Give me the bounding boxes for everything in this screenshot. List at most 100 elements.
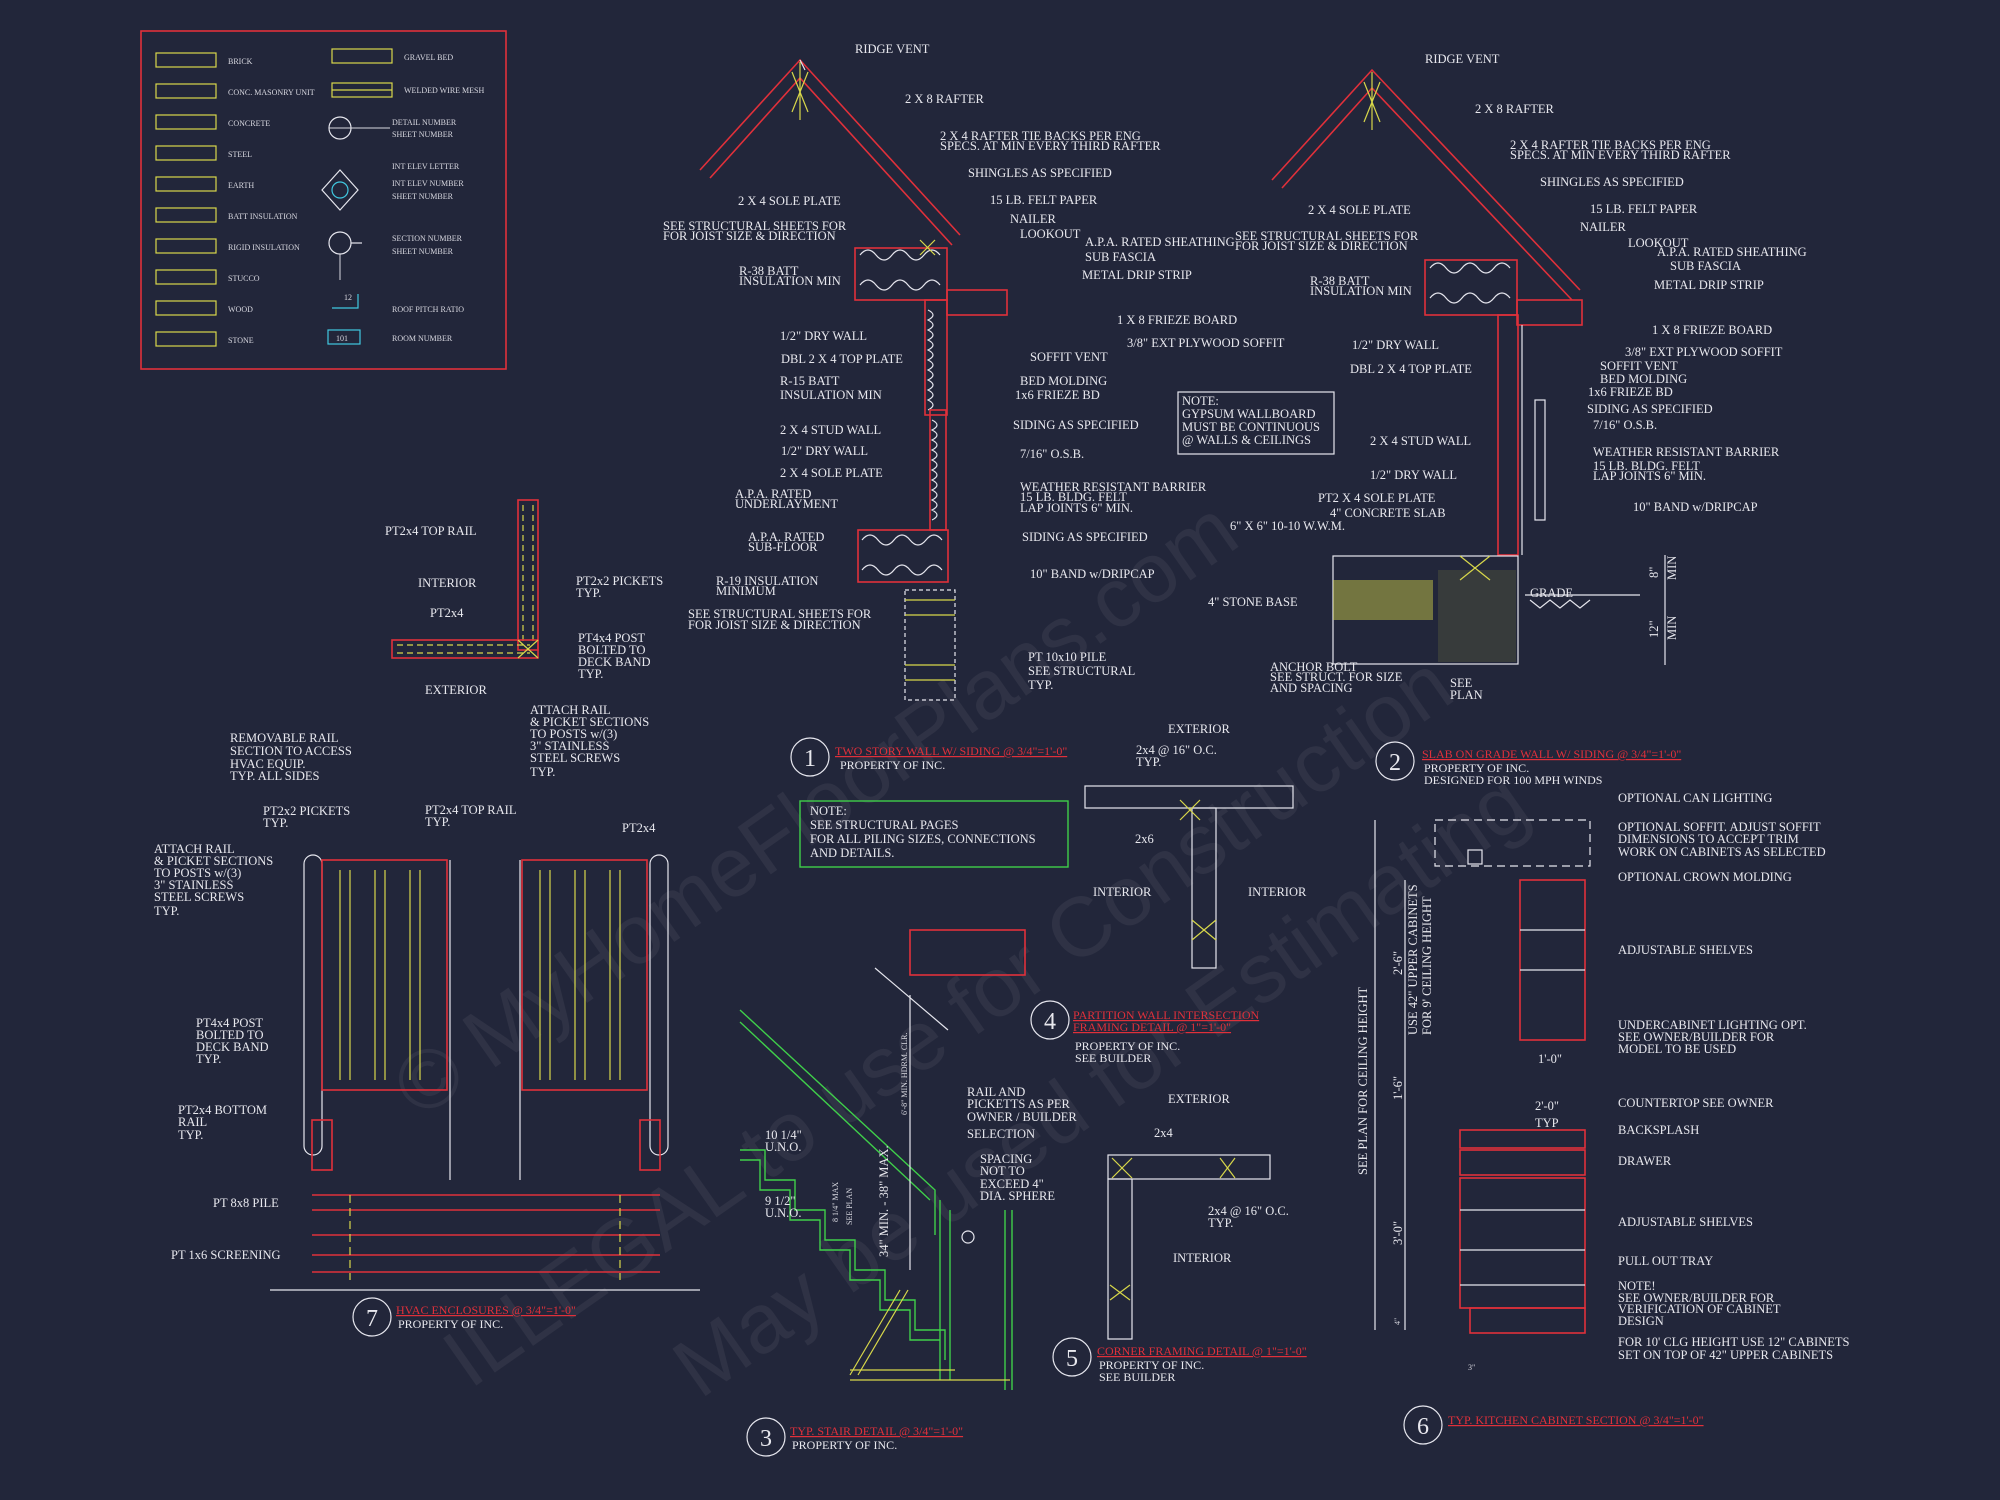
d1-label-42: FOR JOIST SIZE & DIRECTION xyxy=(688,618,861,632)
gypsum-note-line-3: @ WALLS & CEILINGS xyxy=(1182,433,1311,447)
d6-label-0: OPTIONAL CAN LIGHTING xyxy=(1618,791,1772,805)
d1-label-1: 2 X 8 RAFTER xyxy=(905,92,984,106)
rail-label-10: ATTACH RAIL xyxy=(530,703,611,717)
legend-swatch-4 xyxy=(155,176,217,192)
d1-label-34: LAP JOINTS 6" MIN. xyxy=(1020,501,1133,515)
rail-label-3: TYP. xyxy=(576,586,601,600)
d6-label-12: ADJUSTABLE SHELVES xyxy=(1618,1215,1753,1229)
d2-label-3: SPECS. AT MIN EVERY THIRD RAFTER xyxy=(1510,148,1731,162)
d6-label-23: 2'-6" xyxy=(1391,951,1405,975)
d7-label-13: STEEL SCREWS xyxy=(154,890,244,904)
d1-label-0: RIDGE VENT xyxy=(855,42,930,56)
detail-6-title-block: 6 TYP. KITCHEN CABINET SECTION @ 3/4"=1'… xyxy=(1403,1405,1704,1445)
legend-detail-number: DETAIL NUMBER xyxy=(392,118,457,127)
legend-item-3: STEEL xyxy=(228,150,252,159)
rail-label-12: TO POSTS w/(3) xyxy=(530,727,617,741)
d2-label-9: FOR JOIST SIZE & DIRECTION xyxy=(1235,239,1408,253)
d1-label-40: 10" BAND w/DRIPCAP xyxy=(1030,567,1155,581)
detail-4-title-block: 4 PARTITION WALL INTERSECTION FRAMING DE… xyxy=(1030,1000,1259,1065)
d2-label-0: RIDGE VENT xyxy=(1425,52,1500,66)
d7-label-20: RAIL xyxy=(178,1115,207,1129)
d1-label-29: 2 X 4 SOLE PLATE xyxy=(780,466,883,480)
d1-label-5: 15 LB. FELT PAPER xyxy=(990,193,1098,207)
d2-label-42: AND SPACING xyxy=(1270,681,1353,695)
d4-label-2: TYP. xyxy=(1136,755,1161,769)
piling-note-line-1: SEE STRUCTURAL PAGES xyxy=(810,818,958,832)
d3-label-15: SEE PLAN xyxy=(845,1188,854,1225)
d2-label-38: 12" xyxy=(1647,620,1661,638)
d7-label-12: 3" STAINLESS xyxy=(154,878,234,892)
d6-label-2: DIMENSIONS TO ACCEPT TRIM xyxy=(1618,832,1799,846)
d2-label-17: 1/2" DRY WALL xyxy=(1352,338,1439,352)
d3-label-8: 10 1/4" xyxy=(765,1128,802,1142)
d5-label-1: 2x4 xyxy=(1154,1126,1174,1140)
rail-label-0: PT2x4 TOP RAIL xyxy=(385,524,476,538)
d6-label-28: SEE PLAN FOR CEILING HEIGHT xyxy=(1356,986,1370,1175)
d1-label-17: 1/2" DRY WALL xyxy=(780,329,867,343)
legend-swatch-5 xyxy=(155,207,217,223)
d1-label-15: METAL DRIP STRIP xyxy=(1082,268,1192,282)
detail-2-title: SLAB ON GRADE WALL W/ SIDING @ 3/4"=1'-0… xyxy=(1422,747,1681,761)
legend-item-2: CONCRETE xyxy=(228,119,270,128)
d5-label-2: 2x4 @ 16" O.C. xyxy=(1208,1204,1289,1218)
d2-label-37: 4" STONE BASE xyxy=(1208,595,1298,609)
d1-label-45: TYP. xyxy=(1028,678,1053,692)
detail-4-number: 4 xyxy=(1044,1009,1056,1035)
d1-label-16: 1 X 8 FRIEZE BOARD xyxy=(1117,313,1237,327)
d6-label-22: TYP xyxy=(1535,1116,1559,1130)
rail-label-5: PT4x4 POST xyxy=(578,631,645,645)
d5-label-0: EXTERIOR xyxy=(1168,1092,1230,1106)
d2-label-20: DBL 2 X 4 TOP PLATE xyxy=(1350,362,1472,376)
legend-item-6: RIGID INSULATION xyxy=(228,243,300,252)
detail-2-subtitle-2: DESIGNED FOR 100 MPH WINDS xyxy=(1424,773,1602,787)
detail-4-subtitle-2: SEE BUILDER xyxy=(1075,1051,1151,1065)
d6-label-5: ADJUSTABLE SHELVES xyxy=(1618,943,1753,957)
d2-label-43: SEE xyxy=(1450,676,1473,690)
d1-label-20: SOFFIT VENT xyxy=(1030,350,1108,364)
d1-label-25: 2 X 4 STUD WALL xyxy=(780,423,881,437)
detail-1-number-bubble xyxy=(790,737,830,777)
d2-label-18: 3/8" EXT PLYWOOD SOFFIT xyxy=(1625,345,1783,359)
d1-label-37: SIDING AS SPECIFIED xyxy=(1022,530,1148,544)
detail-4-drawing xyxy=(1084,785,1294,969)
d1-label-12: SUB FASCIA xyxy=(1085,250,1156,264)
d1-label-18: 3/8" EXT PLYWOOD SOFFIT xyxy=(1127,336,1285,350)
d2-label-13: R-38 BATT xyxy=(1310,274,1370,288)
detail-2-title-block: 2 SLAB ON GRADE WALL W/ SIDING @ 3/4"=1'… xyxy=(1375,741,1681,787)
d6-label-20: 1'-0" xyxy=(1538,1052,1562,1066)
d4-label-4: INTERIOR xyxy=(1093,885,1152,899)
d6-label-25: 3'-0" xyxy=(1391,1221,1405,1245)
d1-label-43: PT 10x10 PILE xyxy=(1028,650,1107,664)
d2-label-21: BED MOLDING xyxy=(1600,372,1687,386)
d2-label-10: LOOKOUT xyxy=(1628,236,1689,250)
d2-label-39: MIN xyxy=(1665,616,1679,640)
d2-label-28: LAP JOINTS 6" MIN. xyxy=(1593,469,1706,483)
d2-label-5: 2 X 4 SOLE PLATE xyxy=(1308,203,1411,217)
d7-label-9: ATTACH RAIL xyxy=(154,842,235,856)
d1-label-26: SIDING AS SPECIFIED xyxy=(1013,418,1139,432)
d7-label-17: DECK BAND xyxy=(196,1040,269,1054)
d3-label-0: RAIL AND xyxy=(967,1085,1025,1099)
int-elev-symbol xyxy=(321,169,359,211)
d7-label-1: SECTION TO ACCESS xyxy=(230,744,352,758)
legend-swatch-6 xyxy=(155,238,217,254)
d2-label-32: 4" CONCRETE SLAB xyxy=(1330,506,1446,520)
detail-6-number-bubble xyxy=(1403,1405,1443,1445)
rail-label-15: TYP. xyxy=(530,765,555,779)
d1-label-3: SPECS. AT MIN EVERY THIRD RAFTER xyxy=(940,139,1161,153)
detail-5-subtitle-2: SEE BUILDER xyxy=(1099,1370,1175,1384)
d7-label-3: TYP. ALL SIDES xyxy=(230,769,320,783)
d2-label-44: PLAN xyxy=(1450,688,1483,702)
detail-5-subtitle-1: PROPERTY OF INC. xyxy=(1099,1358,1204,1372)
d2-label-1: 2 X 8 RAFTER xyxy=(1475,102,1554,116)
d7-label-19: PT2x4 BOTTOM xyxy=(178,1103,267,1117)
d2-label-27: 15 LB. BLDG. FELT xyxy=(1593,459,1700,473)
d4-label-3: 2x6 xyxy=(1135,832,1154,846)
